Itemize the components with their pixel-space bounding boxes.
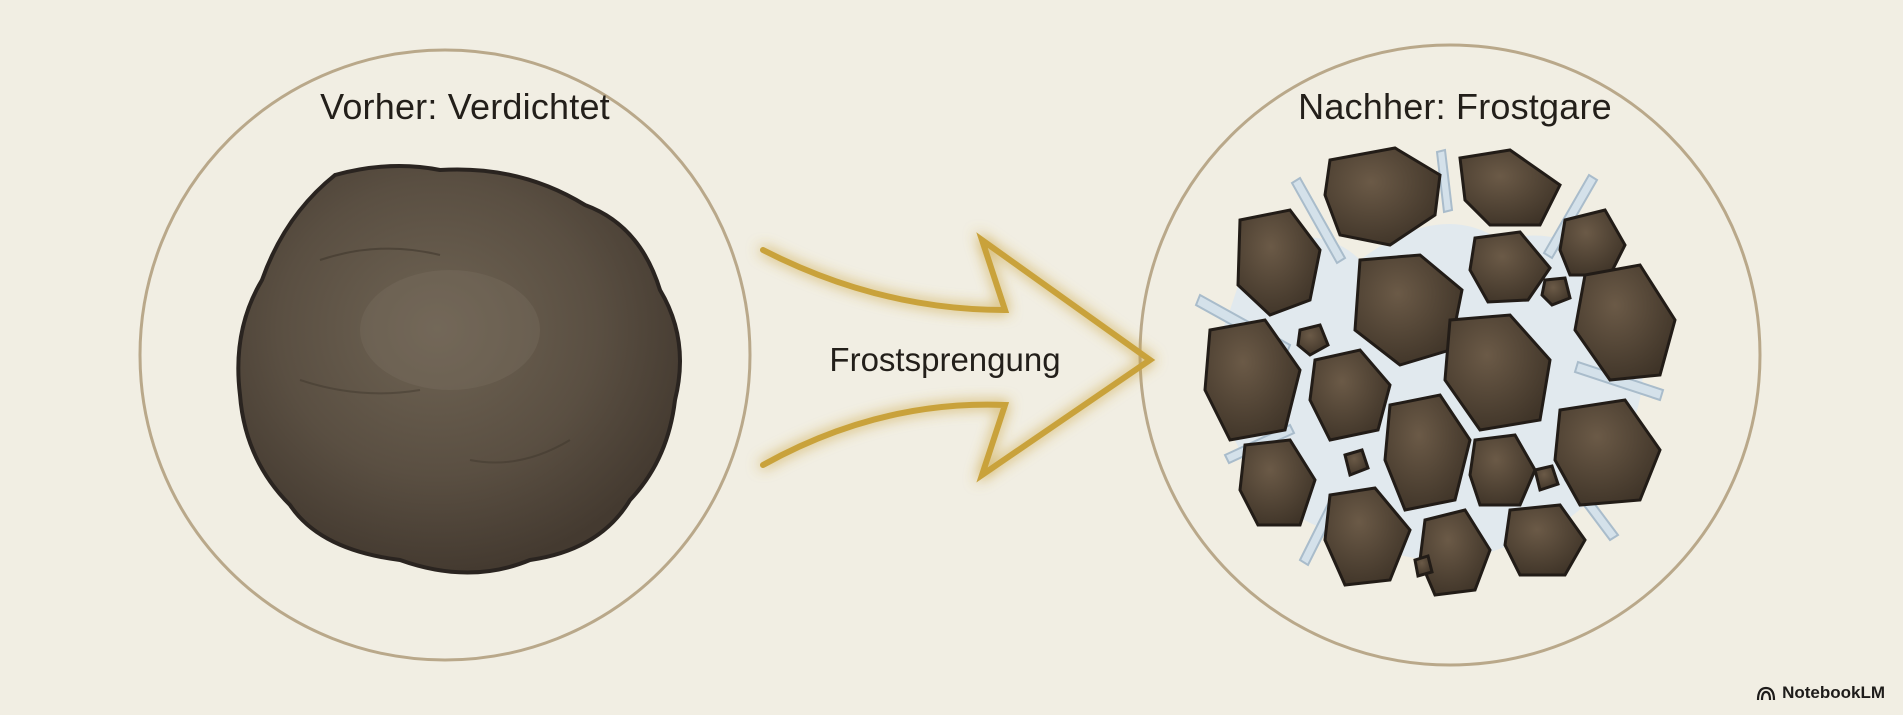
brand-watermark: NotebookLM bbox=[1756, 683, 1885, 703]
soil-aggregates-with-ice-icon bbox=[1194, 146, 1677, 597]
process-label: Frostsprengung bbox=[829, 341, 1061, 378]
notebooklm-logo-icon bbox=[1756, 686, 1776, 701]
arrow-right-icon bbox=[760, 232, 1156, 483]
compacted-soil-clod-icon bbox=[236, 164, 682, 575]
after-title: Nachher: Frostgare bbox=[1298, 86, 1612, 127]
before-circle bbox=[138, 48, 752, 662]
brand-label: NotebookLM bbox=[1782, 683, 1885, 702]
before-title: Vorher: Verdichtet bbox=[320, 86, 610, 127]
